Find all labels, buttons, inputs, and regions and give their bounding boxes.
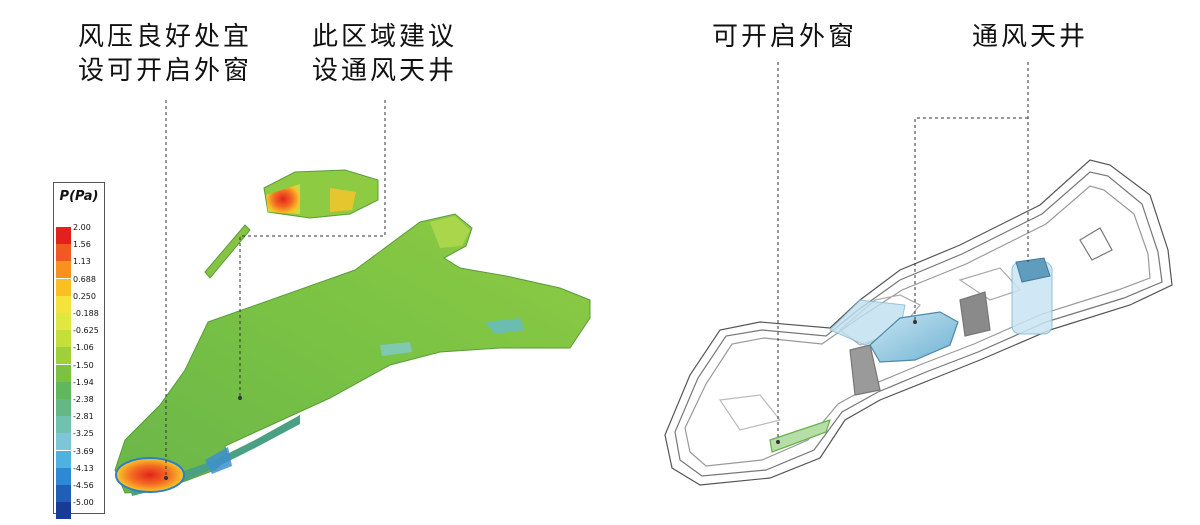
floating-slab [204,224,251,279]
legend-tick-label: -2.81 [73,412,94,422]
legend-tick-label: 0.250 [73,291,96,301]
legend-swatch [56,467,71,485]
callout-ventilation-atrium-right: 通风天井 [972,20,1088,54]
callout-text: 可开启外窗 [712,22,858,52]
high-pressure-zone [115,457,185,493]
legend-tick-label: 0.688 [73,274,96,284]
legend-tick-label: 2.00 [73,223,91,232]
legend-tick-label: -2.38 [73,395,94,404]
legend-tick-label: -1.50 [73,360,94,370]
legend-swatch [56,261,71,279]
callout-ventilation-atrium-left: 此区域建议 设通风天井 [312,20,457,88]
legend-swatch [56,502,71,520]
legend-tick-label: -0.625 [73,326,99,336]
legend-swatch [56,313,71,330]
legend-tick-label: -3.25 [73,429,94,439]
legend-tick-label: -1.06 [73,343,94,353]
leader-line-atrium-right-branch [914,117,1028,322]
legend-swatch [56,330,71,348]
legend-tick-label: 1.13 [73,257,91,267]
leader-line-atrium-left [239,100,386,398]
atrium-volume-3-top [1015,257,1051,283]
building-roof-surface [114,213,591,494]
bright-zone [430,216,470,248]
pressure-legend: P(Pa) 2.00 1.56 1.13 0.688 0.250 -0.188 -0.625… [53,182,105,520]
building-wireframe-model [664,159,1173,486]
atrium-volume-2 [869,311,959,363]
legend-swatch [56,450,71,468]
legend-title: P(Pa) [59,189,99,204]
callout-operable-window-right: 可开启外窗 [712,20,857,54]
callout-line-2: 设可开启外窗 [78,56,253,86]
legend-swatch [56,227,71,244]
leader-dot [776,440,780,444]
legend-tick-label: -4.56 [73,481,94,490]
cfd-building-model [114,100,591,496]
legend-tick-label: -0.188 [73,309,99,318]
callout-text: 通风天井 [972,22,1089,52]
legend-tick-label: -4.13 [73,463,94,473]
legend-swatch [56,399,71,416]
legend-tick-label: 1.56 [73,240,91,250]
outer-shell [664,159,1173,486]
callout-line-2: 设通风天井 [312,56,458,86]
floating-atrium-ring [263,169,379,219]
low-pressure-patch-2 [380,342,412,356]
leader-dot [238,396,242,400]
legend-swatch [56,347,71,365]
legend-tick-label: -1.94 [73,377,94,387]
legend-swatch [56,278,71,296]
legend-swatch [56,416,71,434]
legend-swatch [56,433,71,451]
callout-line-1: 此区域建议 [312,22,458,52]
legend-swatch [56,381,71,399]
low-pressure-edge [205,447,232,474]
legend-tick-label: -5.00 [73,498,94,508]
leader-dot [913,320,917,324]
legend-swatch [56,295,71,313]
callout-line-1: 风压良好处宜 [78,22,253,52]
ventilation-atrium-volumes [829,257,1053,363]
legend-swatch [56,485,71,502]
callout-operable-window-left: 风压良好处宜 设可开启外窗 [78,20,252,88]
legend-swatch [56,364,71,382]
low-pressure-patch-1 [485,318,525,334]
legend-swatch [56,244,71,262]
legend-tick-label: -3.69 [73,446,94,456]
leader-dot [164,476,168,480]
